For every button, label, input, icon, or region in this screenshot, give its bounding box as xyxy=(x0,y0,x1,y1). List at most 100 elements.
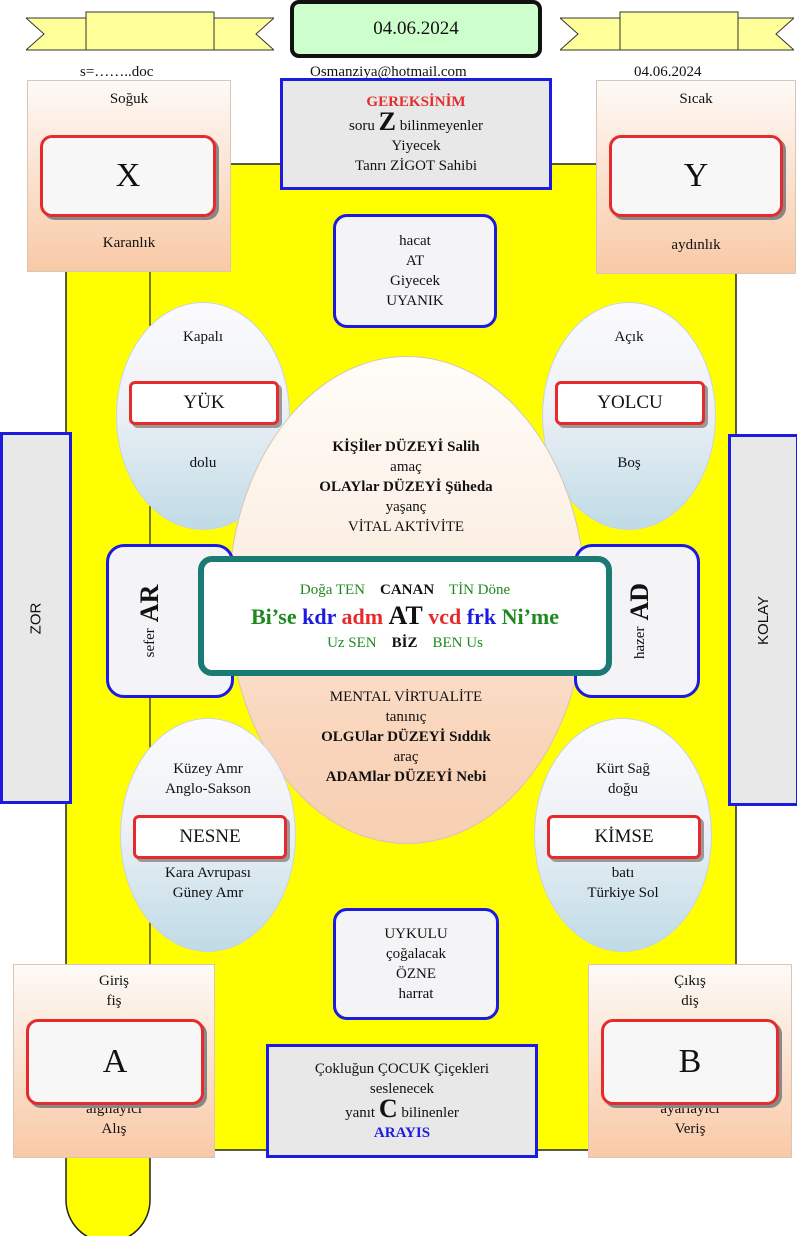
gereksinim-line1-post: bilinmeyenler xyxy=(395,118,483,134)
box-arayis: Çokluğun ÇOCUK Çiçekleri seslenecek yanı… xyxy=(266,1044,538,1158)
arayis-line2: seslenecek xyxy=(369,1081,435,1097)
label-kimse: KİMSE xyxy=(547,815,701,859)
file-name: s=……..doc xyxy=(80,64,154,80)
core-frk: frk xyxy=(466,603,497,629)
core-bottom-b: BİZ xyxy=(391,634,418,651)
label-yuk-text: YÜK xyxy=(183,392,225,413)
olaylar-line: OLAYlar DÜZEYİ Şüheda xyxy=(319,479,493,495)
box-cikis-letter-frame: B xyxy=(601,1019,779,1105)
email-text: Osmanziya@hotmail.com xyxy=(310,64,467,80)
box-giris-top2: fiş xyxy=(106,993,122,1009)
box-sicak: Sıcak Y aydınlık xyxy=(596,80,796,274)
letter-a: A xyxy=(102,1043,128,1080)
oval-kimse-top2: doğu xyxy=(608,781,638,797)
box-cikis-top2: diş xyxy=(681,993,699,1009)
vital-line: VİTAL AKTİVİTE xyxy=(347,519,465,535)
box-gereksinim: GEREKSİNİM soru Z bilinmeyenler Yiyecek … xyxy=(280,78,552,190)
box-cikis-top1: Çıkış xyxy=(674,973,706,989)
mental-line: MENTAL VİRTUALİTE xyxy=(329,689,483,705)
box-giris-top1: Giriş xyxy=(99,973,129,989)
side-bar-zor: ZOR xyxy=(0,432,72,804)
box-uykulu: UYKULU çoğalacak ÖZNE harrat xyxy=(333,908,499,1020)
core-mid-row: Bi’se kdr adm AT vcd frk Ni’me xyxy=(251,601,559,632)
core-bise: Bi’se xyxy=(251,603,297,629)
uykulu-line: çoğalacak xyxy=(386,946,446,962)
letter-c: C xyxy=(378,1094,398,1123)
ad-text-group: hazer AD xyxy=(604,582,676,660)
core-bottom-a: Uz SEN xyxy=(327,634,377,651)
box-sicak-letter-frame: Y xyxy=(609,135,783,217)
core-bottom-c: BEN Us xyxy=(432,634,483,651)
ribbon-banner-left xyxy=(26,11,274,51)
ar-text-group: sefer AR xyxy=(114,584,186,658)
oval-yolcu: Açık YOLCU Boş xyxy=(542,302,716,530)
ribbon-banner-right xyxy=(560,11,794,51)
header-date-right: 04.06.2024 xyxy=(634,64,702,80)
core-box: Doğa TEN CANAN TİN Döne Bi’se kdr adm AT… xyxy=(198,556,612,676)
gereksinim-line1: soru Z bilinmeyenler xyxy=(349,109,483,136)
core-top-a: Doğa TEN xyxy=(299,581,365,598)
letter-b: B xyxy=(678,1043,702,1080)
box-soguk: Soğuk X Karanlık xyxy=(27,80,231,272)
kisiler-line: KİŞİler DÜZEYİ Salih xyxy=(332,439,480,455)
core-bottom-row: Uz SEN BİZ BEN Us xyxy=(327,632,483,654)
egg-lower-text: MENTAL VİRTUALİTE tanınıç OLGUlar DÜZEYİ… xyxy=(258,682,554,792)
taninic-line: tanınıç xyxy=(385,709,427,725)
letter-z: Z xyxy=(378,107,396,136)
hacat-line: UYANIK xyxy=(386,293,444,309)
arayis-line3-post: bilinenler xyxy=(397,1105,459,1121)
letter-y: Y xyxy=(683,157,709,194)
oval-kimse: Kürt Sağ doğu KİMSE batı Türkiye Sol xyxy=(534,718,712,952)
oval-nesne-top1: Küzey Amr xyxy=(173,761,243,777)
box-soguk-letter-frame: X xyxy=(40,135,216,217)
oval-nesne-bottom1: Kara Avrupası xyxy=(165,865,251,881)
arac-line: araç xyxy=(393,749,419,765)
box-sicak-top: Sıcak xyxy=(679,91,713,107)
ar-small: sefer xyxy=(141,628,158,658)
date-box-text: 04.06.2024 xyxy=(373,18,459,39)
label-nesne: NESNE xyxy=(133,815,287,859)
core-vcd: vcd xyxy=(428,603,462,629)
ad-small: hazer xyxy=(631,626,648,660)
core-at: AT xyxy=(388,600,423,630)
box-hacat: hacat AT Giyecek UYANIK xyxy=(333,214,497,328)
side-bar-kolay-text: KOLAY xyxy=(754,595,772,645)
box-soguk-top: Soğuk xyxy=(109,91,149,107)
oval-nesne: Küzey Amr Anglo-Sakson NESNE Kara Avrupa… xyxy=(120,718,296,952)
hacat-line: Giyecek xyxy=(390,273,440,289)
yasanc-line: yaşanç xyxy=(385,499,427,515)
arayis-line3: yanıt C bilinenler xyxy=(345,1096,459,1123)
egg-upper-text: KİŞİler DÜZEYİ Salih amaç OLAYlar DÜZEYİ… xyxy=(258,432,554,542)
gereksinim-line1-pre: soru xyxy=(349,118,379,134)
gereksinim-line2: Yiyecek xyxy=(391,138,441,154)
label-yolcu: YOLCU xyxy=(555,381,705,425)
box-cikis: Çıkış diş ayarlayıcı B Veriş xyxy=(588,964,792,1158)
box-cikis-bottom1: ayarlayıcı xyxy=(660,1101,720,1117)
hacat-line: AT xyxy=(405,253,425,269)
amac-line: amaç xyxy=(390,459,422,475)
core-nime: Ni’me xyxy=(501,603,559,629)
oval-yuk-top: Kapalı xyxy=(183,329,223,345)
core-top-c: TİN Döne xyxy=(448,581,511,598)
label-kimse-text: KİMSE xyxy=(594,826,654,847)
ar-big: AR xyxy=(135,584,164,623)
oval-kimse-top1: Kürt Sağ xyxy=(596,761,650,777)
side-bar-zor-text: ZOR xyxy=(27,602,45,634)
uykulu-line: UYKULU xyxy=(384,926,448,942)
core-kdr: kdr xyxy=(302,603,336,629)
arayis-title: ARAYIS xyxy=(373,1125,431,1141)
arayis-line3-pre: yanıt xyxy=(345,1105,379,1121)
core-top-row: Doğa TEN CANAN TİN Döne xyxy=(300,579,510,601)
box-giris-bottom1: algılayıcı xyxy=(86,1101,142,1117)
letter-x: X xyxy=(115,157,141,194)
box-giris-bottom2: Alış xyxy=(101,1121,127,1137)
oval-yolcu-bottom: Boş xyxy=(617,455,641,471)
box-soguk-bottom: Karanlık xyxy=(102,235,156,251)
gereksinim-line3: Tanrı ZİGOT Sahibi xyxy=(355,158,477,174)
core-adm: adm xyxy=(341,603,384,629)
uykulu-line: ÖZNE xyxy=(396,966,436,982)
gereksinim-title: GEREKSİNİM xyxy=(366,94,466,110)
oval-kimse-bottom1: batı xyxy=(611,865,635,881)
oval-yolcu-top: Açık xyxy=(614,329,644,345)
ad-big: AD xyxy=(625,582,654,621)
